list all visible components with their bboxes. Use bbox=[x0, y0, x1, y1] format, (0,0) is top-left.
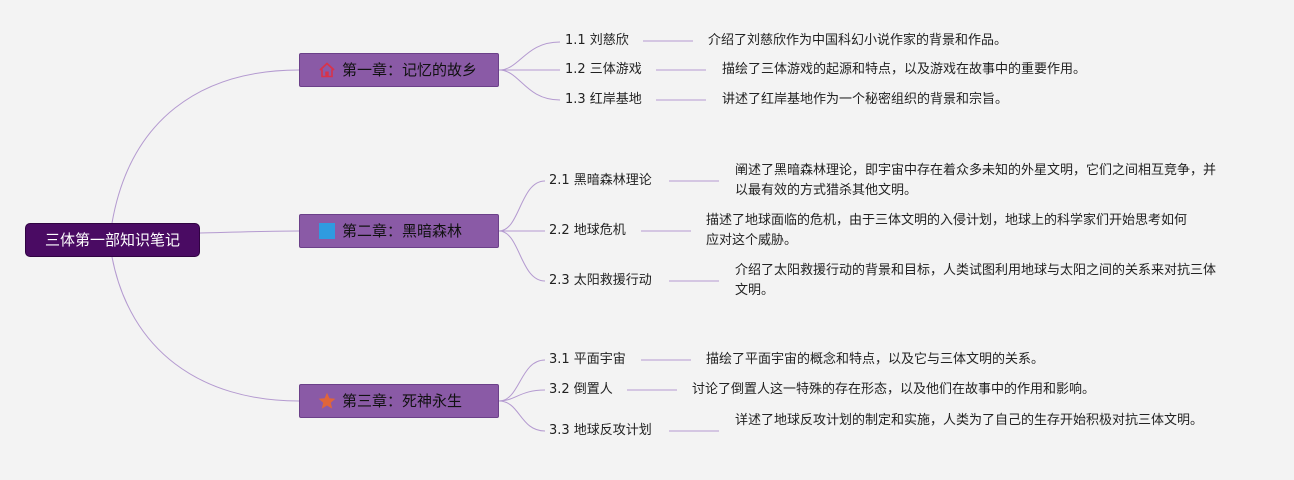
description-3-1: 描绘了平面宇宙的概念和特点，以及它与三体文明的关系。 bbox=[706, 352, 1045, 367]
chapter-1-node[interactable]: 第一章：记忆的故乡 bbox=[299, 53, 499, 87]
connector-ch2-3 bbox=[498, 230, 546, 282]
section-3-3[interactable]: 3.3 地球反攻计划 bbox=[549, 423, 652, 438]
description-3-3: 详述了地球反攻计划的制定和实施，人类为了自己的生存开始积极对抗三体文明。 bbox=[735, 413, 1204, 428]
section-1-2[interactable]: 1.2 三体游戏 bbox=[565, 62, 642, 77]
home-icon bbox=[318, 61, 336, 79]
description-1-1: 介绍了刘慈欣作为中国科幻小说作家的背景和作品。 bbox=[708, 33, 1008, 48]
description-1-2: 描绘了三体游戏的起源和特点，以及游戏在故事中的重要作用。 bbox=[722, 62, 1087, 77]
square-icon bbox=[318, 222, 336, 240]
connector-ch1-3 bbox=[498, 69, 561, 101]
section-1-1[interactable]: 1.1 刘慈欣 bbox=[565, 33, 629, 48]
connector-ch3-3 bbox=[498, 400, 546, 432]
connector-ch1-1 bbox=[498, 41, 561, 71]
chapter-1-label: 第一章：记忆的故乡 bbox=[342, 61, 478, 79]
section-3-1[interactable]: 3.1 平面宇宙 bbox=[549, 352, 626, 367]
connector-root-chapter-2 bbox=[199, 230, 300, 234]
root-node-label: 三体第一部知识笔记 bbox=[44, 231, 180, 249]
connector-ch2-1 bbox=[498, 180, 546, 232]
section-2-3[interactable]: 2.3 太阳救援行动 bbox=[549, 273, 652, 288]
section-1-3[interactable]: 1.3 红岸基地 bbox=[565, 92, 642, 107]
section-2-2[interactable]: 2.2 地球危机 bbox=[549, 223, 626, 238]
connector-root-chapter-1 bbox=[111, 69, 300, 224]
description-3-2: 讨论了倒置人这一特殊的存在形态，以及他们在故事中的作用和影响。 bbox=[692, 382, 1096, 397]
description-2-1: 阐述了黑暗森林理论，即宇宙中存在着众多未知的外星文明，它们之间相互竞争，并以最有… bbox=[735, 163, 1217, 198]
root-node[interactable]: 三体第一部知识笔记 bbox=[25, 223, 200, 257]
star-icon bbox=[318, 392, 336, 410]
connector-root-chapter-3 bbox=[111, 256, 300, 402]
connector-ch3-2 bbox=[498, 389, 546, 402]
section-3-2[interactable]: 3.2 倒置人 bbox=[549, 382, 613, 397]
section-2-1[interactable]: 2.1 黑暗森林理论 bbox=[549, 173, 652, 188]
description-2-2: 描述了地球面临的危机，由于三体文明的入侵计划，地球上的科学家们开始思考如何应对这… bbox=[706, 213, 1188, 248]
chapter-2-label: 第二章：黑暗森林 bbox=[342, 222, 463, 240]
chapter-3-node[interactable]: 第三章：死神永生 bbox=[299, 384, 499, 418]
chapter-3-label: 第三章：死神永生 bbox=[342, 392, 463, 410]
chapter-2-node[interactable]: 第二章：黑暗森林 bbox=[299, 214, 499, 248]
connector-ch3-1 bbox=[498, 359, 546, 402]
description-1-3: 讲述了红岸基地作为一个秘密组织的背景和宗旨。 bbox=[722, 92, 1009, 107]
description-2-3: 介绍了太阳救援行动的背景和目标，人类试图利用地球与太阳之间的关系来对抗三体文明。 bbox=[735, 263, 1217, 298]
